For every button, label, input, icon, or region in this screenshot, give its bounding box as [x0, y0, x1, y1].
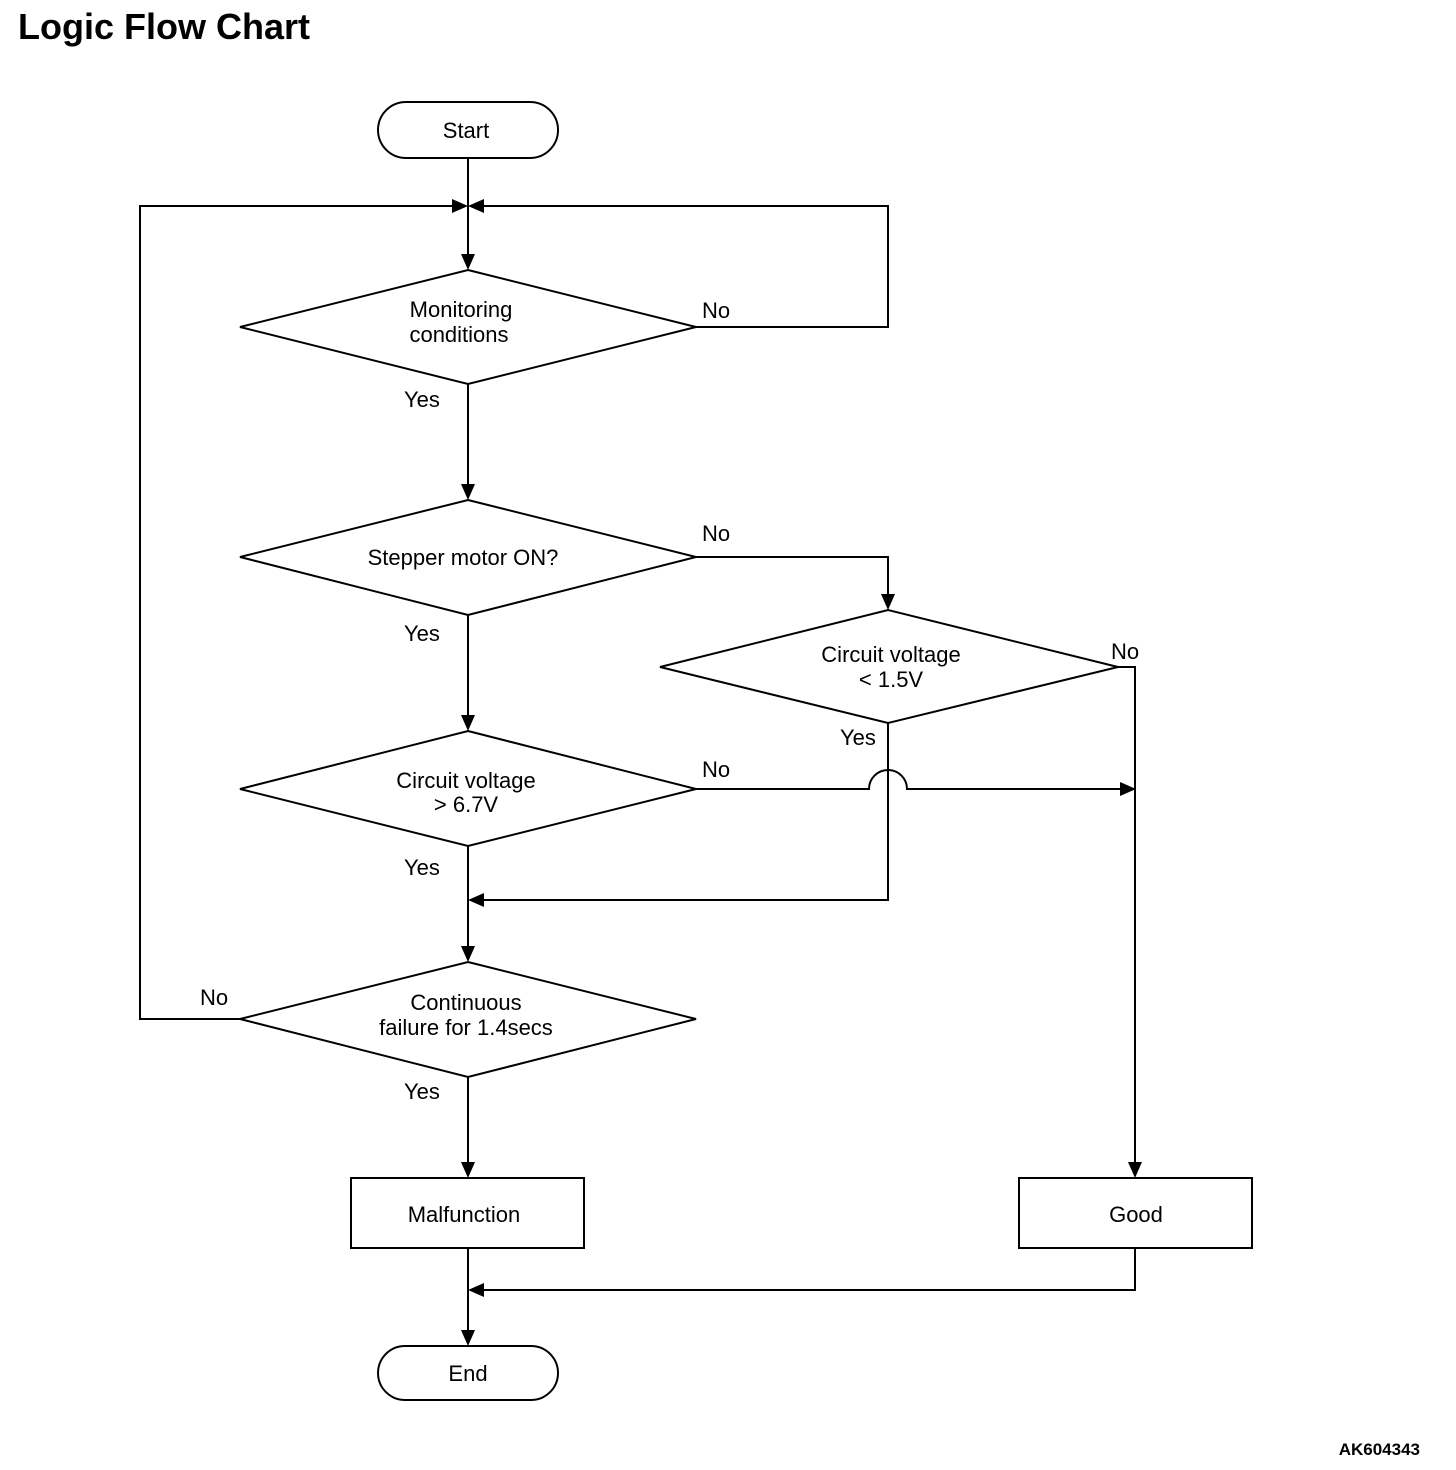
- malfunction-box: Malfunction: [350, 1177, 585, 1249]
- arrow-into-continuous: [461, 946, 475, 962]
- continuous-label-line1: Continuous: [410, 990, 521, 1015]
- cv-high-no-label: No: [702, 757, 730, 782]
- arrow-into-end: [461, 1330, 475, 1346]
- arrow-into-cv-high: [461, 715, 475, 731]
- cv-low-yes-label: Yes: [840, 725, 876, 750]
- malfunction-label: Malfunction: [408, 1202, 521, 1227]
- monitoring-yes-label: Yes: [404, 387, 440, 412]
- arrow-loop-right: [468, 199, 484, 213]
- cv-high-yes-label: Yes: [404, 855, 440, 880]
- arrow-loop-left: [452, 199, 468, 213]
- cv-low-no-label: No: [1111, 639, 1139, 664]
- start-label: Start: [443, 118, 489, 143]
- arrow-into-good-line: [1120, 782, 1136, 796]
- stepper-motor-decision: Stepper motor ON?: [239, 498, 697, 617]
- arrow-into-good: [1128, 1162, 1142, 1178]
- arrow-merge-continuous: [468, 893, 484, 907]
- monitoring-label-line1: Monitoring: [410, 297, 513, 322]
- edge-labels: No Yes No Yes No Yes No Yes No Yes: [200, 298, 1139, 1104]
- continuous-label-line2: failure for 1.4secs: [379, 1015, 553, 1040]
- good-box: Good: [1018, 1177, 1253, 1249]
- page-title: Logic Flow Chart: [18, 6, 310, 47]
- stepper-label: Stepper motor ON?: [368, 545, 559, 570]
- circuit-voltage-low-decision: Circuit voltage < 1.5V: [659, 608, 1119, 725]
- monitoring-label-line2: conditions: [409, 322, 508, 347]
- continuous-failure-decision: Continuous failure for 1.4secs: [239, 960, 697, 1079]
- arrow-into-malfunction: [461, 1162, 475, 1178]
- cv-low-label-line1: Circuit voltage: [821, 642, 960, 667]
- end-node: End: [377, 1345, 559, 1401]
- cv-high-label-line1: Circuit voltage: [396, 768, 535, 793]
- monitoring-conditions-decision: Monitoring conditions: [239, 268, 697, 386]
- arrow-into-cv-low: [881, 594, 895, 610]
- end-label: End: [448, 1361, 487, 1386]
- arrow-into-stepper: [461, 484, 475, 500]
- arrow-merge-end: [468, 1283, 484, 1297]
- continuous-no-label: No: [200, 985, 228, 1010]
- cv-high-label-line2: > 6.7V: [434, 792, 499, 817]
- circuit-voltage-high-decision: Circuit voltage > 6.7V: [239, 729, 697, 848]
- start-node: Start: [377, 101, 559, 159]
- cv-low-label-line2: < 1.5V: [859, 667, 924, 692]
- arrow-into-monitoring: [461, 254, 475, 270]
- stepper-no-label: No: [702, 521, 730, 546]
- arrowheads: [452, 199, 1142, 1346]
- stepper-yes-label: Yes: [404, 621, 440, 646]
- good-label: Good: [1109, 1202, 1163, 1227]
- figure-id: AK604343: [1338, 1440, 1420, 1459]
- monitoring-no-label: No: [702, 298, 730, 323]
- continuous-yes-label: Yes: [404, 1079, 440, 1104]
- connectors: [139, 158, 1136, 1330]
